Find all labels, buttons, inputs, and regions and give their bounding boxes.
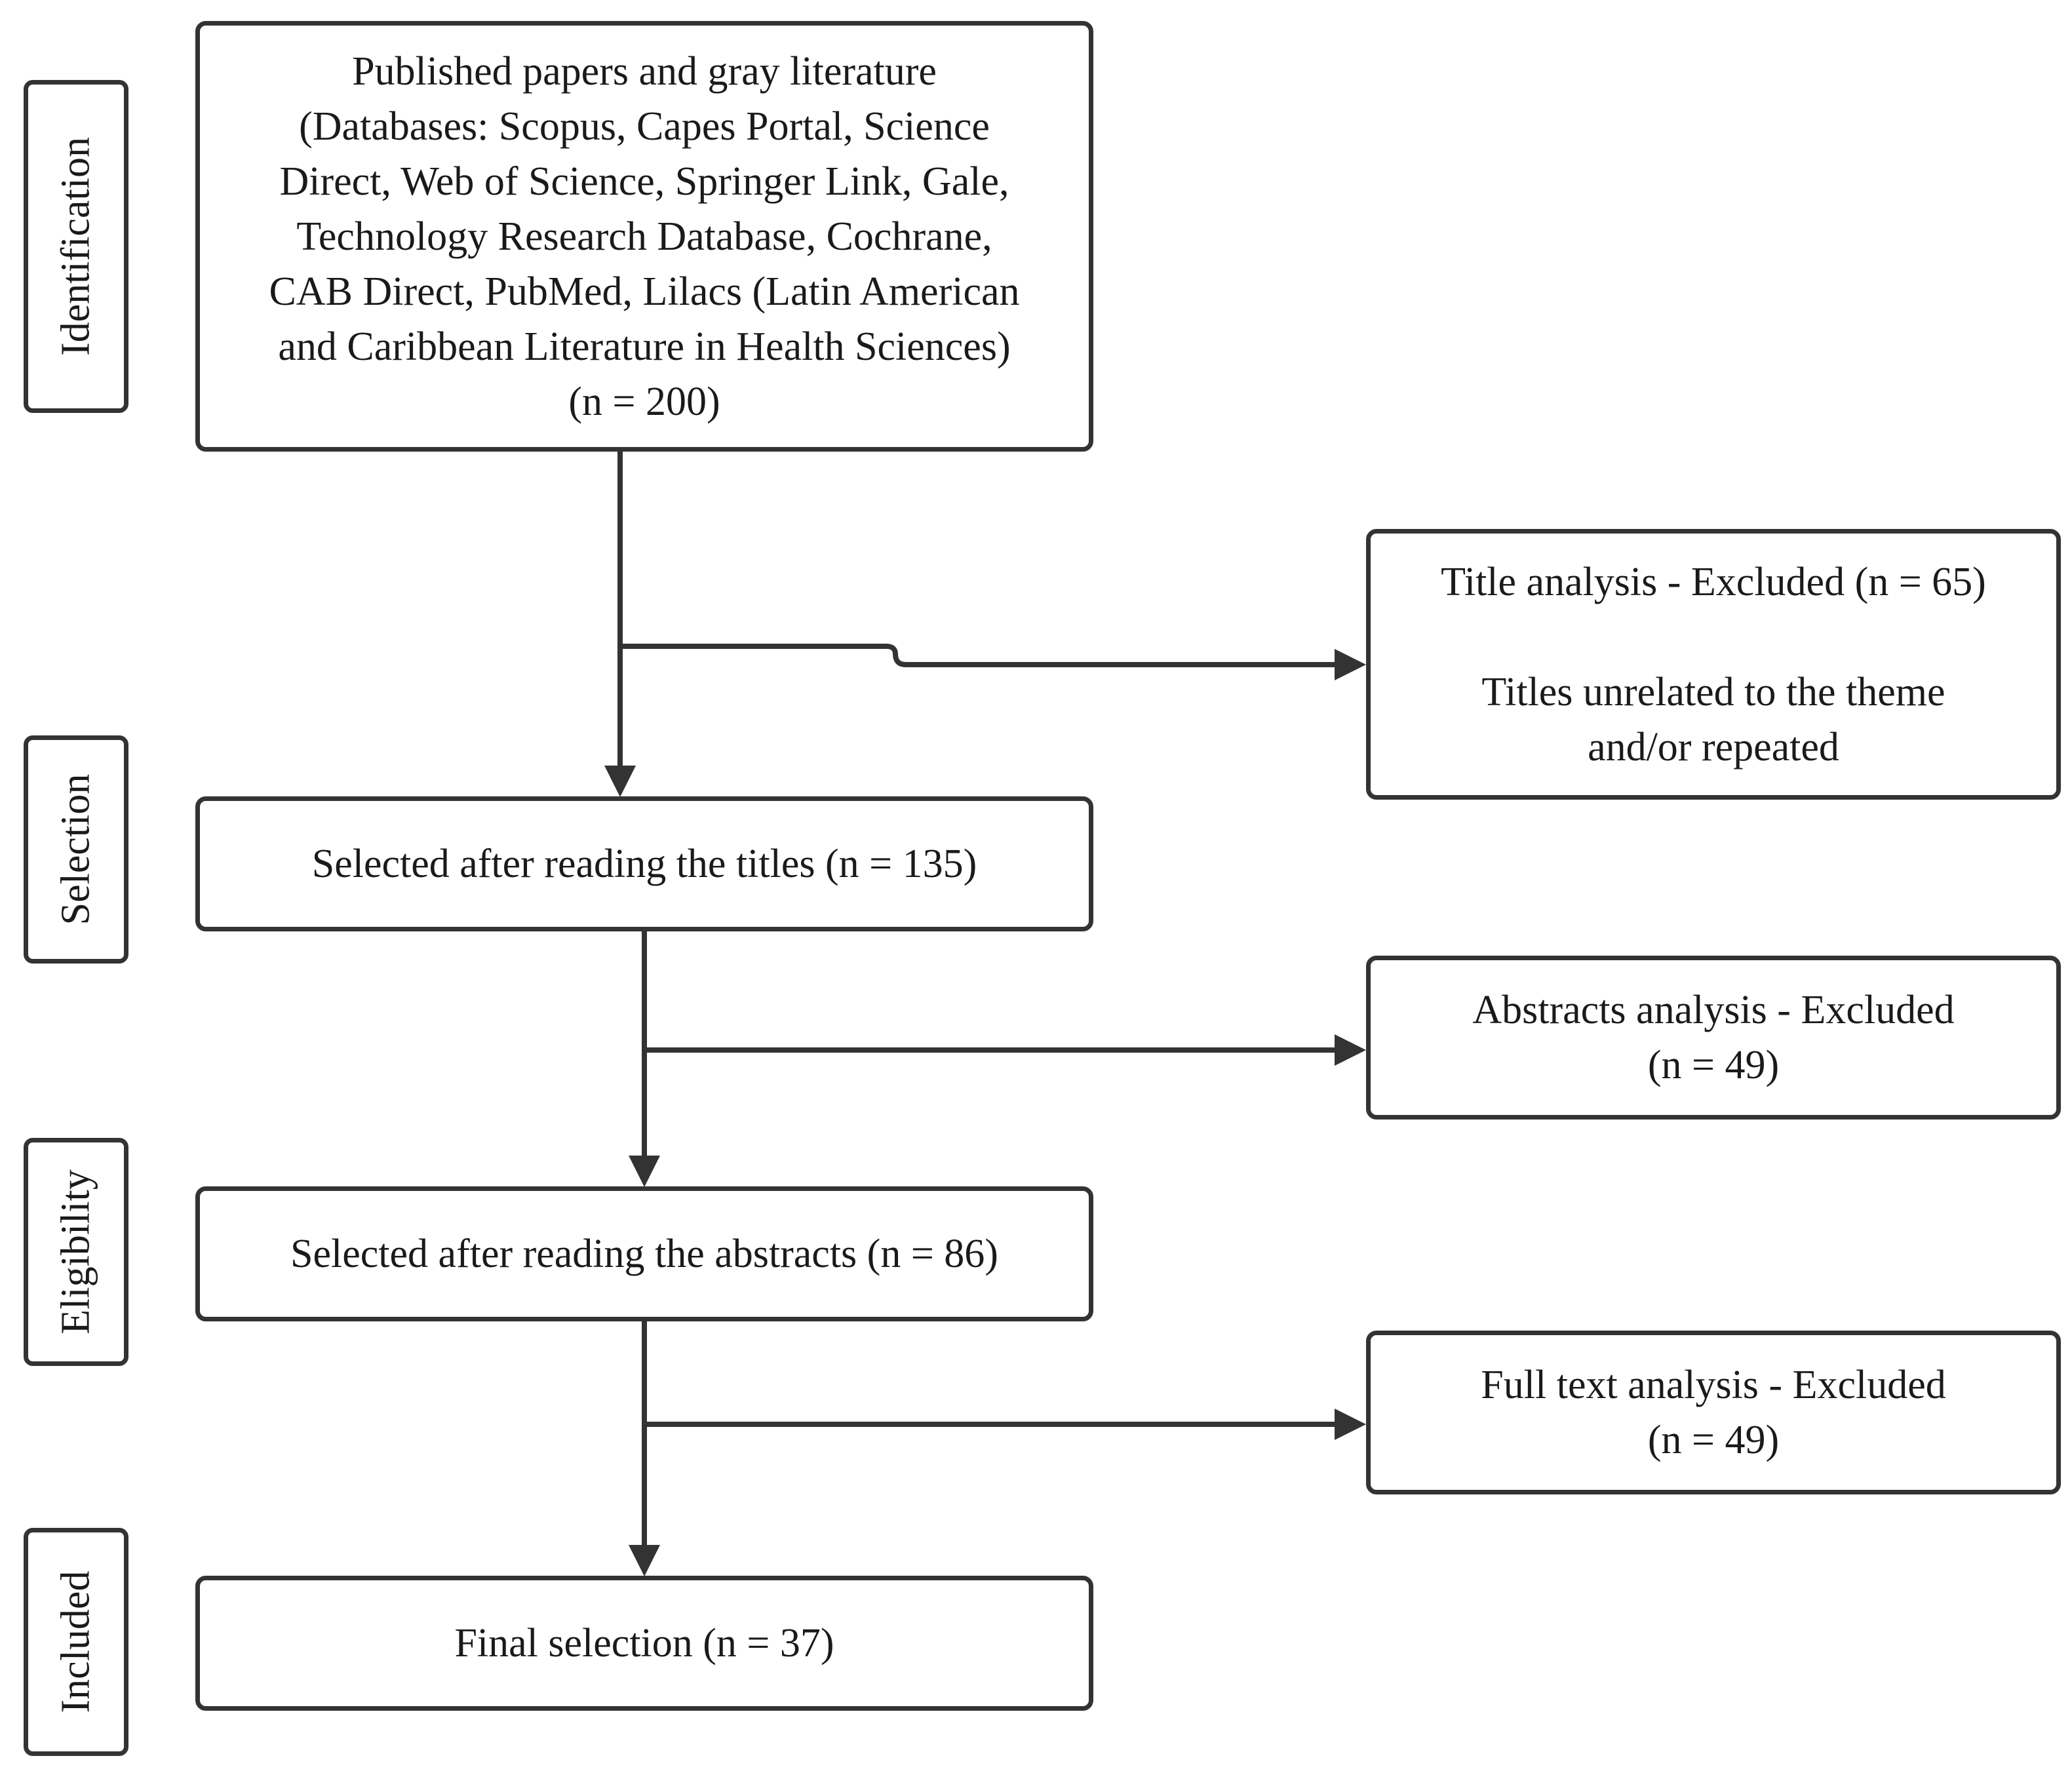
- stage-identification-label: Identification: [53, 137, 98, 356]
- stage-eligibility-label: Eligibility: [53, 1169, 98, 1335]
- stage-selection: Selection: [24, 735, 128, 964]
- excluded-titles-text: Title analysis - Excluded (n = 65) Title…: [1441, 559, 1986, 770]
- stage-included-label: Included: [53, 1570, 98, 1713]
- identification-box: Published papers and gray literature (Da…: [195, 21, 1093, 452]
- selected-abstracts-box: Selected after reading the abstracts (n …: [195, 1186, 1093, 1321]
- final-selection-box: Final selection (n = 37): [195, 1576, 1093, 1711]
- identification-text: Published papers and gray literature (Da…: [269, 49, 1020, 424]
- stage-eligibility: Eligibility: [24, 1138, 128, 1366]
- selected-abstracts-text: Selected after reading the abstracts (n …: [290, 1232, 998, 1276]
- excluded-abstracts-text: Abstracts analysis - Excluded (n = 49): [1472, 988, 1955, 1087]
- stage-identification: Identification: [24, 80, 128, 413]
- stage-selection-label: Selection: [53, 773, 98, 925]
- selected-titles-box: Selected after reading the titles (n = 1…: [195, 796, 1093, 931]
- excluded-titles-box: Title analysis - Excluded (n = 65) Title…: [1366, 529, 2061, 800]
- final-selection-text: Final selection (n = 37): [454, 1621, 834, 1666]
- excluded-fulltext-text: Full text analysis - Excluded (n = 49): [1481, 1363, 1946, 1462]
- excluded-abstracts-box: Abstracts analysis - Excluded (n = 49): [1366, 956, 2061, 1120]
- selected-titles-text: Selected after reading the titles (n = 1…: [311, 842, 977, 886]
- stage-included: Included: [24, 1528, 128, 1756]
- arrow-branch-to-excluded-titles: [620, 644, 1366, 680]
- excluded-fulltext-box: Full text analysis - Excluded (n = 49): [1366, 1331, 2061, 1494]
